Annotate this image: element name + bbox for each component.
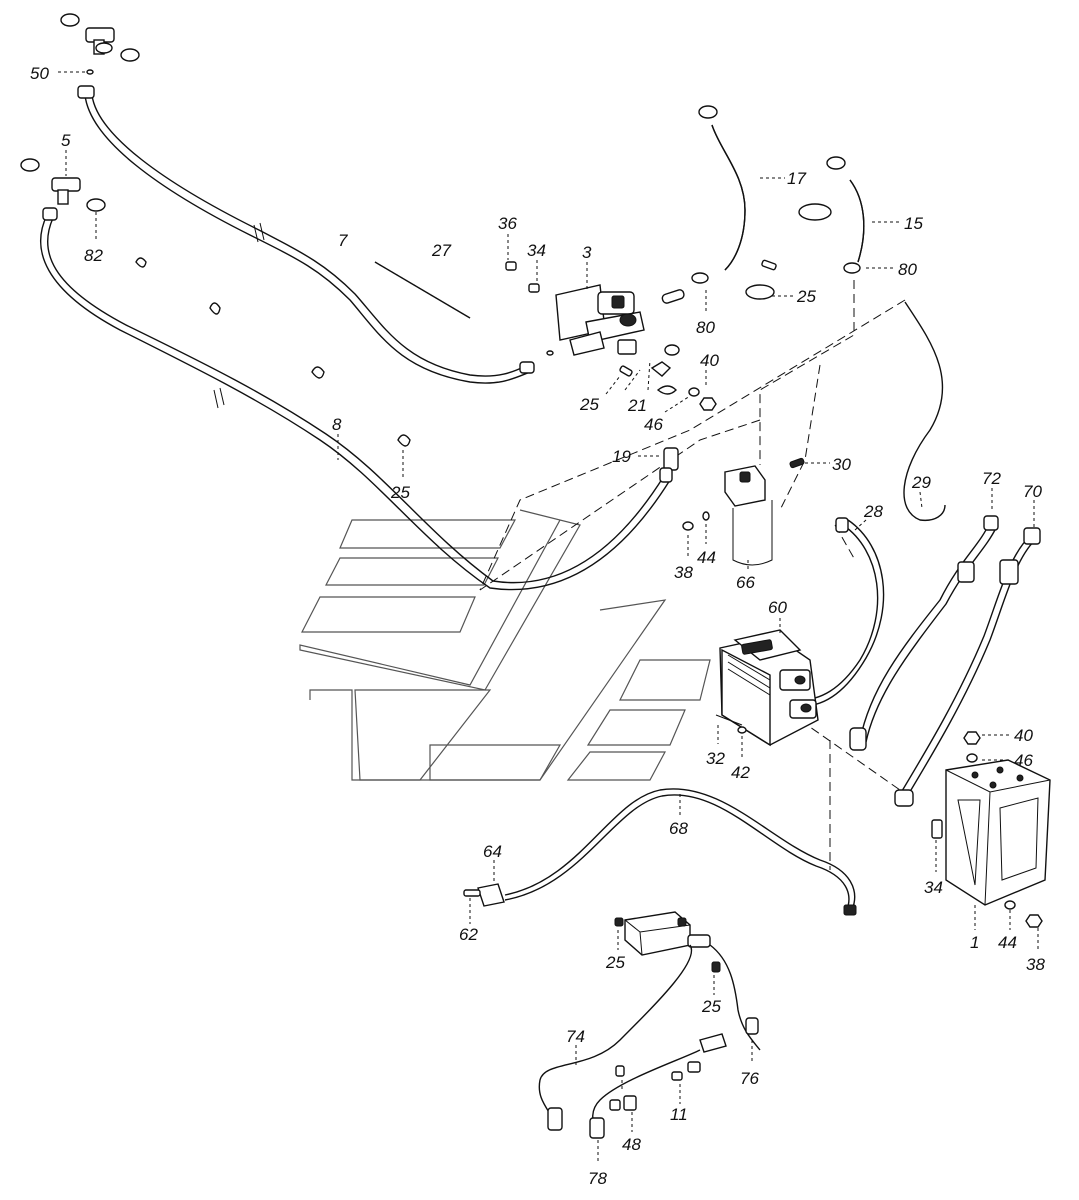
label-70: 70 — [1023, 482, 1042, 501]
callout-labels: 50 5 82 7 27 36 34 3 17 15 80 80 25 40 2… — [30, 64, 1045, 1188]
label-80b: 80 — [898, 260, 917, 279]
label-36: 36 — [498, 214, 517, 233]
label-5: 5 — [61, 131, 71, 150]
heater-unit-60 — [715, 629, 819, 747]
label-46b: 46 — [1014, 751, 1033, 770]
label-42: 42 — [731, 763, 750, 782]
label-76: 76 — [740, 1069, 759, 1088]
valve-assembly-3 — [505, 261, 717, 411]
tee-fitting-5 — [20, 158, 106, 218]
label-17: 17 — [787, 169, 806, 188]
label-68: 68 — [669, 819, 688, 838]
label-11: 11 — [670, 1105, 688, 1124]
tube-29 — [903, 301, 946, 522]
label-60: 60 — [768, 598, 787, 617]
label-74: 74 — [566, 1027, 585, 1046]
label-25e: 25 — [701, 997, 721, 1016]
control-unit — [538, 911, 761, 1139]
label-30: 30 — [832, 455, 851, 474]
label-44a: 44 — [697, 548, 716, 567]
tube-7 — [77, 85, 535, 384]
filter-66 — [682, 457, 805, 566]
label-34a: 34 — [527, 241, 546, 260]
hose-15 — [826, 156, 865, 274]
label-64: 64 — [483, 842, 502, 861]
tube-8 — [39, 207, 671, 591]
label-44b: 44 — [998, 933, 1017, 952]
bracket-1 — [931, 731, 1051, 928]
projection-lines — [479, 280, 906, 870]
label-21: 21 — [627, 396, 647, 415]
label-62: 62 — [459, 925, 478, 944]
harness-72 — [849, 515, 999, 751]
tee-fitting-top — [60, 13, 140, 75]
tube-28 — [799, 517, 885, 707]
label-25d: 25 — [605, 953, 625, 972]
label-19: 19 — [612, 447, 631, 466]
leader-lines — [58, 71, 1039, 1164]
cable-68 — [463, 788, 857, 916]
label-34b: 34 — [924, 878, 943, 897]
label-27: 27 — [431, 241, 451, 260]
label-66: 66 — [736, 573, 755, 592]
label-28: 28 — [863, 502, 883, 521]
label-8: 8 — [332, 415, 342, 434]
label-1: 1 — [970, 933, 979, 952]
label-15: 15 — [904, 214, 923, 233]
label-82: 82 — [84, 246, 103, 265]
label-32: 32 — [706, 749, 725, 768]
label-38b: 38 — [1026, 955, 1045, 974]
label-25c: 25 — [390, 483, 410, 502]
label-3: 3 — [582, 243, 592, 262]
label-78: 78 — [588, 1169, 607, 1188]
label-80a: 80 — [696, 318, 715, 337]
label-29: 29 — [911, 473, 931, 492]
label-40a: 40 — [700, 351, 719, 370]
label-50: 50 — [30, 64, 49, 83]
label-46a: 46 — [644, 415, 663, 434]
fitting-19 — [659, 447, 679, 483]
harness-70 — [894, 527, 1041, 807]
label-40b: 40 — [1014, 726, 1033, 745]
label-7: 7 — [338, 231, 348, 250]
watermark-logo — [299, 509, 711, 781]
label-25b: 25 — [579, 395, 599, 414]
label-25a: 25 — [796, 287, 816, 306]
spring-27 — [374, 261, 471, 319]
label-72: 72 — [982, 469, 1001, 488]
label-48: 48 — [622, 1135, 641, 1154]
hose-17 — [691, 105, 832, 300]
clips — [135, 257, 411, 447]
label-38a: 38 — [674, 563, 693, 582]
